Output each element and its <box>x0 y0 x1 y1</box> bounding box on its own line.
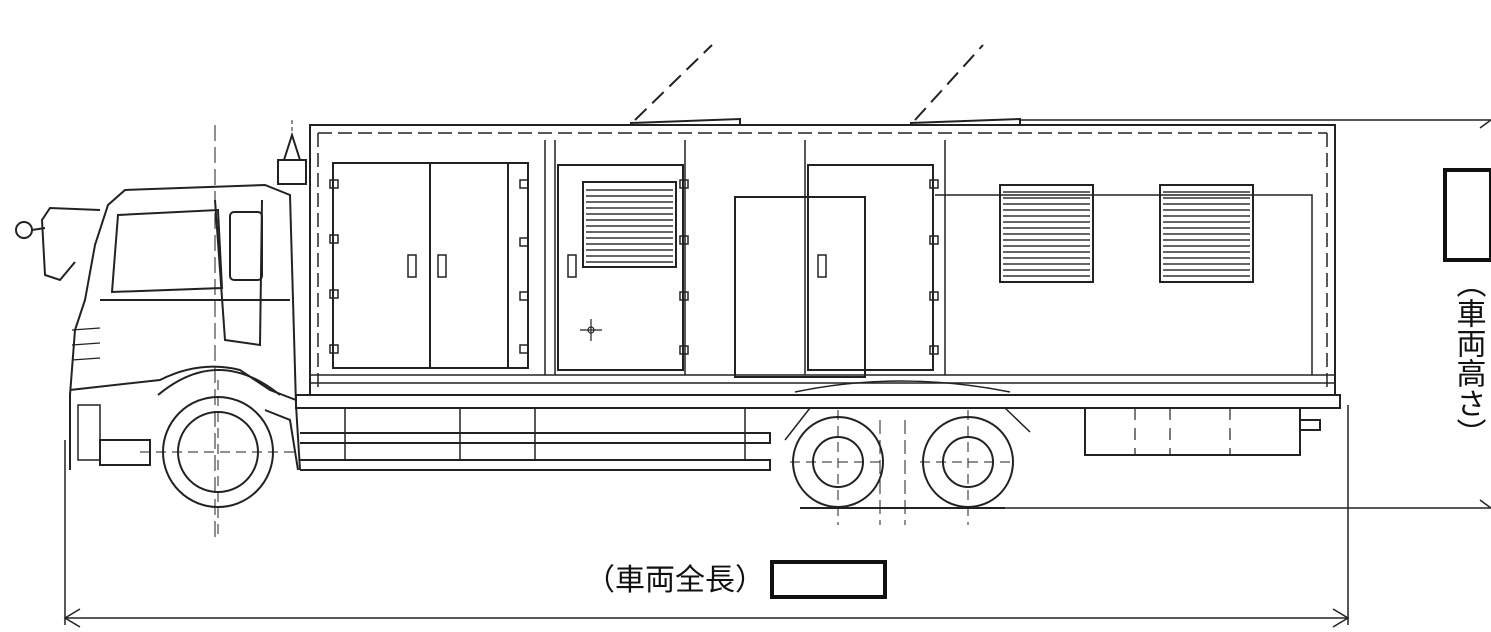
rear-wheel-2 <box>920 410 1016 525</box>
roof-hatch-2-open <box>914 44 984 121</box>
louver-slats <box>586 189 1250 277</box>
arrowhead-right <box>1332 608 1350 628</box>
front-wheel <box>140 369 296 535</box>
rear-louver-2 <box>1159 184 1254 283</box>
roof-hatch-2 <box>909 117 1021 125</box>
service-panel <box>734 196 866 378</box>
compartment-door-2 <box>557 164 689 371</box>
side-mirror <box>40 206 101 282</box>
door-louver-1 <box>582 181 677 268</box>
rear-storage-box <box>1084 408 1301 456</box>
compartment-door-3 <box>807 164 939 371</box>
height-dimension <box>1000 119 1491 509</box>
length-dimension <box>63 405 1350 628</box>
cab-side-window <box>229 211 263 281</box>
roof-hatch-1-open <box>634 44 713 121</box>
height-label: （車両高さ） <box>1451 268 1487 448</box>
cargo-box <box>309 44 1491 396</box>
truck-cab <box>15 120 307 471</box>
height-value-box <box>1443 168 1491 262</box>
roof-beacon <box>277 159 307 185</box>
chassis-frame <box>295 394 1341 471</box>
length-label: （車両全長） <box>585 563 765 598</box>
roof-hatch-1 <box>629 117 741 125</box>
rear-louver-1 <box>999 184 1094 283</box>
compartment-door-1 <box>329 162 529 369</box>
length-value-box <box>770 560 887 599</box>
cab-front-window <box>110 208 224 294</box>
mirror-head <box>15 221 33 239</box>
arrowhead-left <box>63 608 81 628</box>
